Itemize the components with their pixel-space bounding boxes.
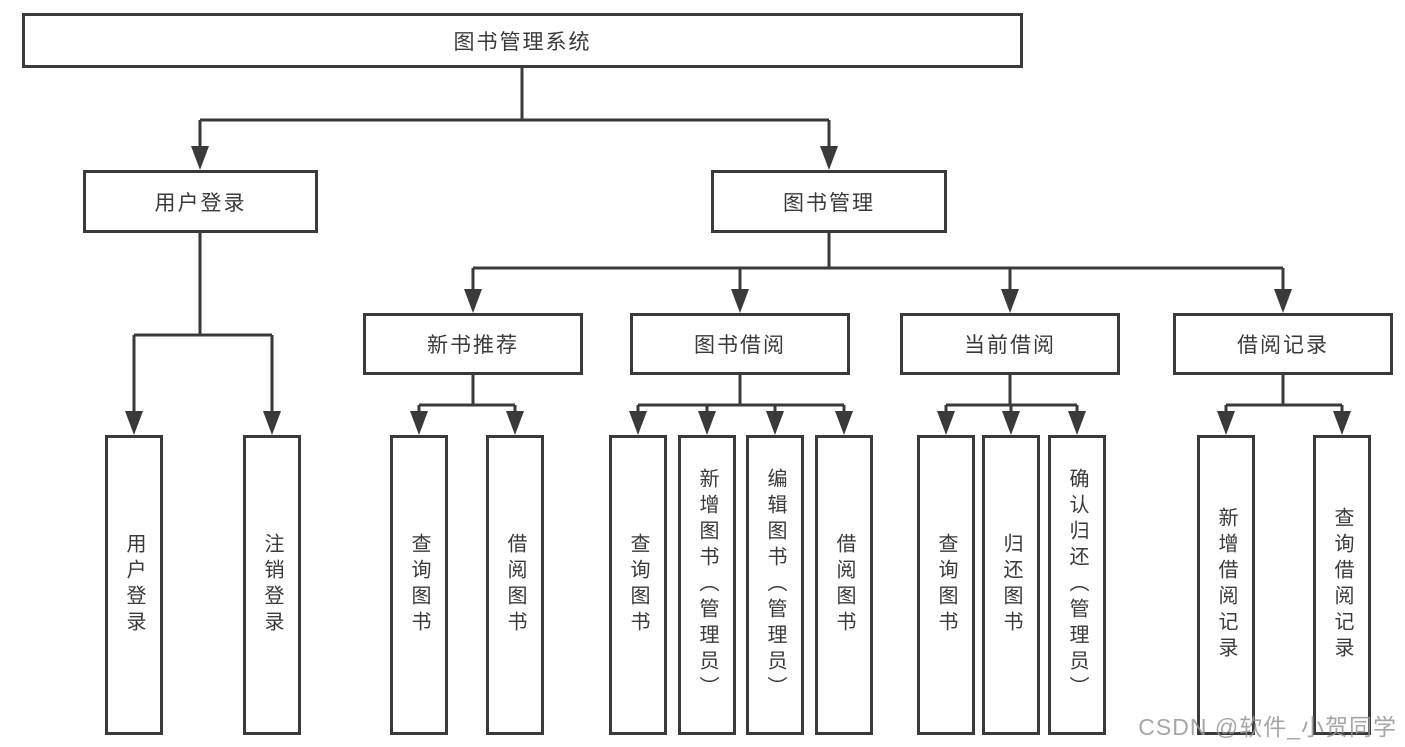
- leaf-label: 用户登录: [123, 533, 145, 637]
- leaf-label: 借阅图书: [833, 533, 855, 637]
- leaf-confirm-return-admin: 确认归还（管理员）: [1048, 435, 1106, 735]
- leaf-borrow-books-borrow: 借阅图书: [815, 435, 873, 735]
- node-new-book-recommend: 新书推荐: [363, 313, 583, 375]
- node-borrow-records: 借阅记录: [1173, 313, 1393, 375]
- leaf-query-books-current: 查询图书: [917, 435, 975, 735]
- leaf-label: 借阅图书: [504, 533, 526, 637]
- node-book-borrow: 图书借阅: [630, 313, 850, 375]
- leaf-query-borrow-record: 查询借阅记录: [1313, 435, 1371, 735]
- leaf-user-login: 用户登录: [105, 435, 163, 735]
- leaf-label: 查询图书: [627, 533, 649, 637]
- leaf-borrow-books-recommend: 借阅图书: [486, 435, 544, 735]
- node-new-book-recommend-label: 新书推荐: [427, 334, 519, 357]
- leaf-label: 查询图书: [935, 533, 957, 637]
- leaf-label: 查询借阅记录: [1331, 507, 1353, 663]
- node-book-management: 图书管理: [711, 170, 947, 233]
- leaf-label: 查询图书: [408, 533, 430, 637]
- leaf-edit-books-admin: 编辑图书（管理员）: [746, 435, 804, 735]
- leaf-label: 归还图书: [1000, 533, 1022, 637]
- node-user-login-label: 用户登录: [154, 191, 247, 215]
- watermark: CSDN @软件_小贺同学: [1138, 714, 1397, 740]
- node-user-login: 用户登录: [83, 170, 318, 233]
- leaf-query-books-recommend: 查询图书: [390, 435, 448, 735]
- leaf-return-books: 归还图书: [982, 435, 1040, 735]
- leaf-query-books-borrow: 查询图书: [609, 435, 667, 735]
- leaf-label: 新增借阅记录: [1215, 507, 1237, 663]
- leaf-add-books-admin: 新增图书（管理员）: [678, 435, 736, 735]
- arrowhead-icons: [125, 146, 1351, 435]
- leaf-label: 注销登录: [261, 533, 283, 637]
- leaf-logout: 注销登录: [243, 435, 301, 735]
- node-book-management-label: 图书管理: [783, 191, 875, 215]
- node-current-borrow: 当前借阅: [900, 313, 1120, 375]
- node-book-borrow-label: 图书借阅: [694, 334, 786, 357]
- leaf-label: 新增图书（管理员）: [696, 468, 718, 702]
- node-current-borrow-label: 当前借阅: [964, 334, 1056, 357]
- leaf-label: 编辑图书（管理员）: [764, 468, 786, 702]
- node-borrow-records-label: 借阅记录: [1237, 334, 1329, 357]
- leaf-label: 确认归还（管理员）: [1066, 468, 1088, 702]
- connector-edges: [132, 68, 1344, 415]
- node-root-label: 图书管理系统: [453, 30, 592, 54]
- node-root: 图书管理系统: [22, 13, 1023, 68]
- leaf-add-borrow-record: 新增借阅记录: [1197, 435, 1255, 735]
